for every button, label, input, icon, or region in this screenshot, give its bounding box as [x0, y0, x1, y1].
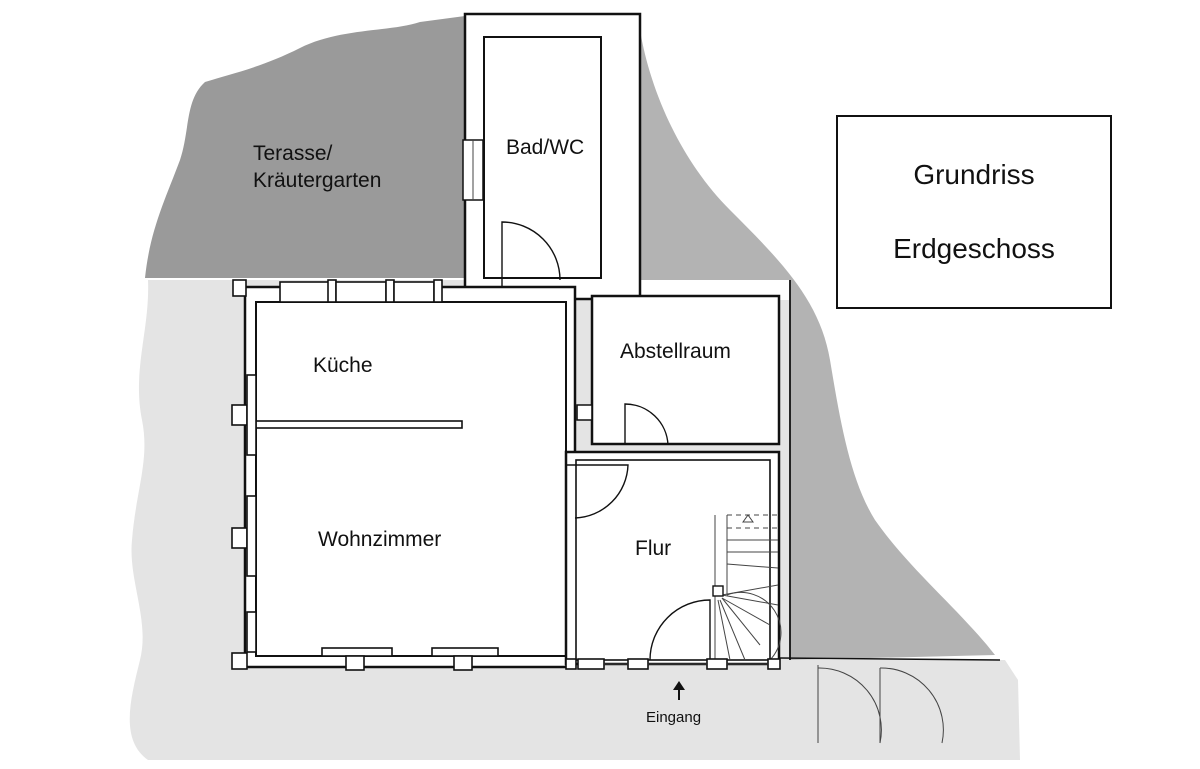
gate-doors	[817, 665, 944, 744]
title-line-1: Grundriss	[913, 159, 1035, 190]
kitchen-windows	[232, 279, 443, 303]
bathroom-label: Bad/WC	[506, 136, 584, 159]
side-garden-area	[620, 30, 995, 660]
storage-label: Abstellraum	[620, 340, 731, 363]
terrace-label-line2: Kräutergarten	[253, 169, 381, 192]
hallway-interior	[575, 459, 771, 661]
staircase	[712, 514, 782, 661]
kitchen-living-interior	[255, 301, 567, 657]
entrance-label: Eingang	[646, 709, 701, 726]
front-facade	[565, 658, 781, 670]
living-room-label: Wohnzimmer	[318, 528, 441, 551]
left-windows	[231, 374, 257, 670]
entrance-door	[649, 599, 711, 661]
title-box: Grundriss Erdgeschoss	[836, 115, 1112, 309]
bathroom-door	[501, 221, 561, 300]
terrace-label-line1: Terasse/	[253, 142, 333, 165]
hallway-label: Flur	[635, 537, 671, 560]
storage-door	[624, 403, 669, 446]
title-line-2: Erdgeschoss	[893, 233, 1055, 264]
kitchen-label: Küche	[313, 354, 373, 377]
terrace-area	[145, 16, 465, 278]
bottom-windows	[321, 647, 499, 671]
living-room-door	[566, 464, 629, 519]
storage-step	[576, 404, 593, 421]
up-arrow-icon	[673, 681, 685, 700]
kitchen-living-divider	[255, 420, 463, 429]
storage-wall	[590, 294, 781, 446]
